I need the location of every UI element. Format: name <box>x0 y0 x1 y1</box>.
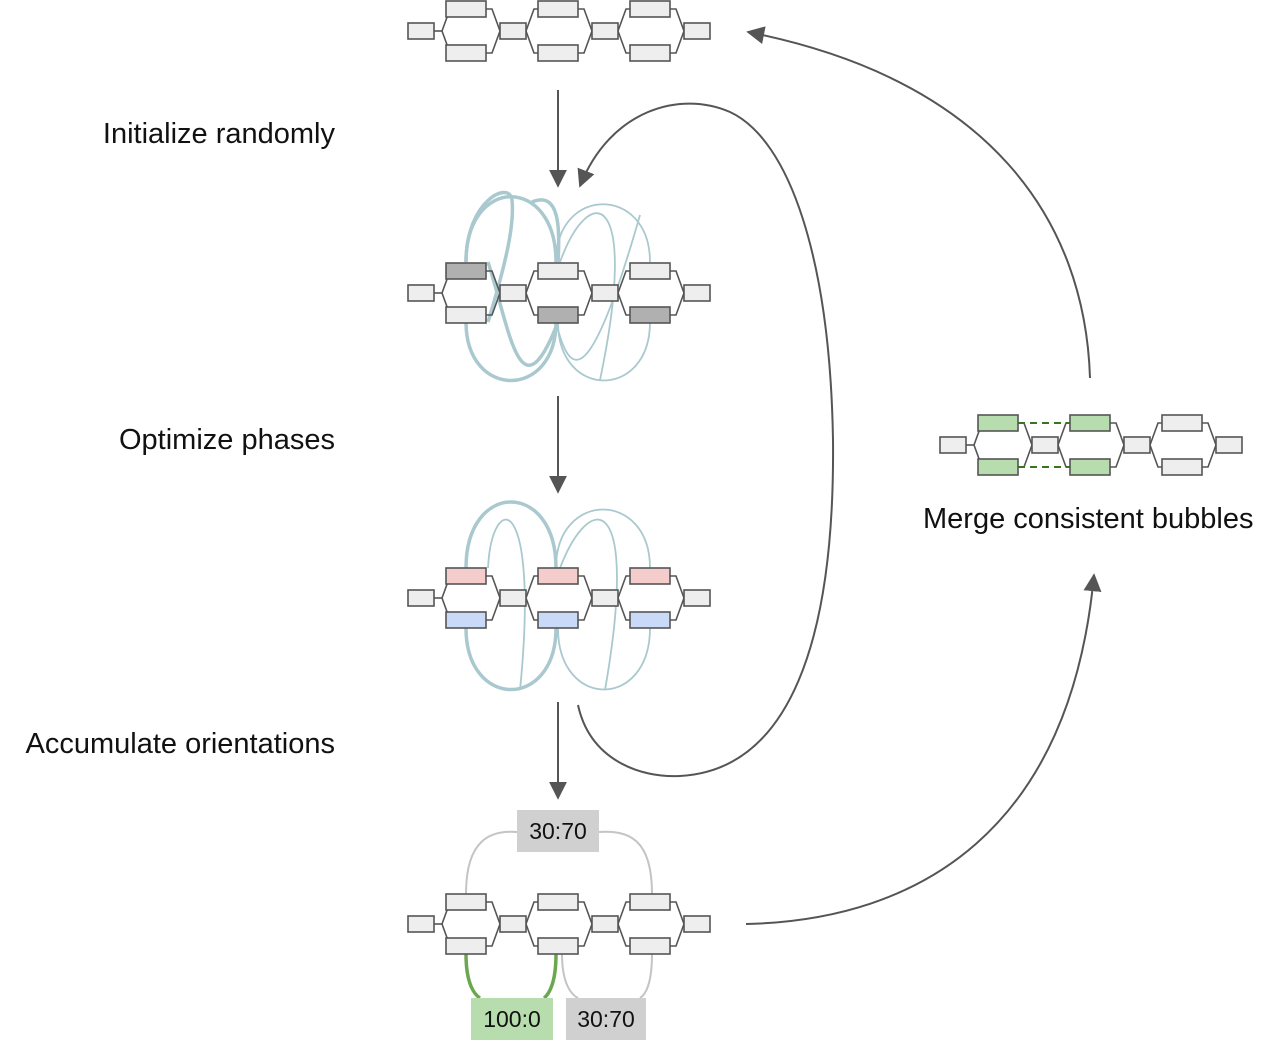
node <box>537 44 579 62</box>
arrow-to-merge <box>745 573 1102 925</box>
node <box>591 589 619 607</box>
node-phase-red <box>445 567 487 585</box>
orientation-ratio-badge-consistent: 100:0 <box>471 998 553 1040</box>
node <box>445 893 487 911</box>
orientation-ratio-badge: 30:70 <box>517 810 599 852</box>
node-phase-blue <box>537 611 579 629</box>
node <box>1215 436 1243 454</box>
node <box>683 284 711 302</box>
node <box>499 915 527 933</box>
chain-initial <box>407 0 711 62</box>
node-phase-blue <box>629 611 671 629</box>
node <box>1123 436 1151 454</box>
step-merge-label: Merge consistent bubbles <box>923 503 1254 535</box>
arrow-merge-to-top <box>746 26 1091 379</box>
node-phase-red <box>629 567 671 585</box>
node <box>591 22 619 40</box>
step-accumulate-label: Accumulate orientations <box>25 728 336 760</box>
node <box>407 589 435 607</box>
node <box>683 589 711 607</box>
links-accumulated <box>464 830 653 1000</box>
node <box>939 436 967 454</box>
step-optimize-label: Optimize phases <box>119 424 335 456</box>
node-phase-blue <box>445 611 487 629</box>
links-random <box>464 190 651 383</box>
node <box>499 22 527 40</box>
chain-merged <box>939 414 1243 476</box>
chain-accumulated <box>407 893 711 955</box>
node <box>445 937 487 955</box>
node <box>591 915 619 933</box>
links-optimized <box>464 500 651 692</box>
arrow-loop-back <box>577 102 835 778</box>
node <box>499 284 527 302</box>
node <box>407 22 435 40</box>
node <box>537 0 579 18</box>
node <box>1161 414 1203 432</box>
chain-random-phases <box>407 262 711 324</box>
node <box>1031 436 1059 454</box>
node <box>445 44 487 62</box>
node <box>629 262 671 280</box>
node <box>407 915 435 933</box>
node-phase-dark <box>629 306 671 324</box>
node <box>591 284 619 302</box>
node <box>683 22 711 40</box>
merge-links <box>1018 422 1070 468</box>
node <box>407 284 435 302</box>
node <box>537 937 579 955</box>
node-merged <box>1069 414 1111 432</box>
node <box>629 937 671 955</box>
node <box>629 44 671 62</box>
node <box>445 0 487 18</box>
node-merged <box>977 414 1019 432</box>
node <box>683 915 711 933</box>
node <box>445 306 487 324</box>
node-merged <box>1069 458 1111 476</box>
node-phase-dark <box>445 262 487 280</box>
node-phase-dark <box>537 306 579 324</box>
node <box>629 893 671 911</box>
node-merged <box>977 458 1019 476</box>
step-initialize-label: Initialize randomly <box>102 118 335 150</box>
node <box>1161 458 1203 476</box>
node <box>629 0 671 18</box>
chain-optimized-phases <box>407 567 711 629</box>
node <box>537 262 579 280</box>
node <box>499 589 527 607</box>
node-phase-red <box>537 567 579 585</box>
node <box>537 893 579 911</box>
flow-arrows <box>549 26 1102 925</box>
orientation-ratio-badge: 30:70 <box>566 998 646 1040</box>
